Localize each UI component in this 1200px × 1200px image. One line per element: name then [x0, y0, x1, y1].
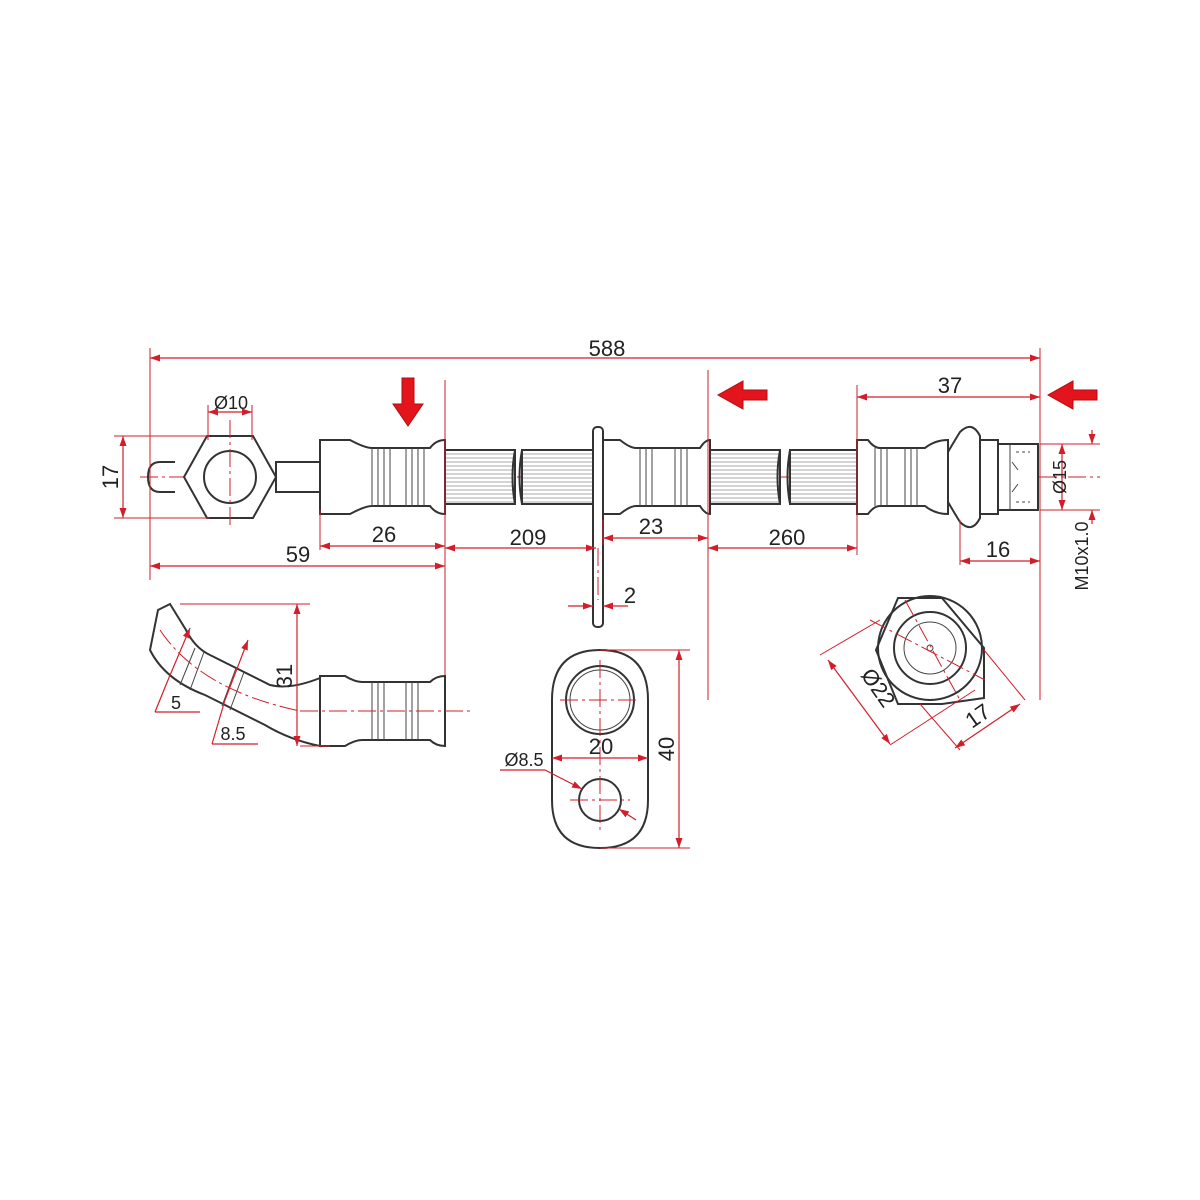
dim-bend-height: 31: [272, 664, 297, 688]
bracket-front-view: 40 20 Ø8.5: [500, 648, 690, 850]
main-hose-assembly: [140, 420, 1100, 628]
hose-segment-1b: [521, 449, 598, 505]
dim-nut-across-flats: 17: [961, 699, 995, 734]
dim-end-fitting-length: 37: [938, 373, 962, 398]
center-ferrule: [602, 438, 711, 516]
dim-bracket-ferrule-length: 23: [639, 514, 663, 539]
hose-segment-2: [709, 449, 781, 505]
dim-bend-offset-b: 8.5: [220, 724, 245, 744]
dim-bracket-width: 20: [589, 734, 613, 759]
dim-overall-length: 588: [589, 336, 626, 361]
flow-arrows: [392, 377, 1098, 427]
dim-eye-height: 17: [98, 465, 123, 489]
bent-fitting-detail: 31 5 8.5: [148, 602, 470, 748]
threaded-end-fitting: [947, 425, 1039, 529]
dim-bracket-thickness: 2: [624, 583, 636, 608]
banjo-eye-fitting: [146, 420, 321, 528]
dim-fitting-diameter: Ø15: [1050, 460, 1070, 494]
hose-segment-2b: [789, 449, 858, 505]
dim-thread-spec: M10x1.0: [1072, 521, 1092, 590]
dim-hose-segment-1: 209: [510, 525, 547, 550]
flow-arrow-left-right: [1046, 380, 1098, 410]
dim-bend-offset-a: 5: [171, 693, 181, 713]
dim-bracket-hole-diameter: Ø8.5: [504, 750, 543, 770]
dim-ferrule-length: 26: [372, 522, 396, 547]
dim-eye-to-ferrule-end: 59: [286, 542, 310, 567]
dim-thread-length: 16: [986, 537, 1010, 562]
nut-end-view: Ø22 17: [819, 595, 1026, 751]
flow-arrow-down: [392, 377, 424, 427]
dim-hose-segment-2: 260: [769, 525, 806, 550]
hose-segment-1: [444, 449, 516, 505]
bracket-plate-side: [592, 426, 604, 628]
dim-eye-hole-diameter: Ø10: [214, 393, 248, 413]
main-dimensions: 588 37 Ø10 17 26 59 209 23 260 16: [98, 336, 1100, 700]
dim-bracket-height: 40: [654, 737, 679, 761]
left-ferrule: [319, 438, 446, 516]
right-ferrule: [856, 438, 949, 516]
flow-arrow-left-center: [716, 380, 768, 410]
